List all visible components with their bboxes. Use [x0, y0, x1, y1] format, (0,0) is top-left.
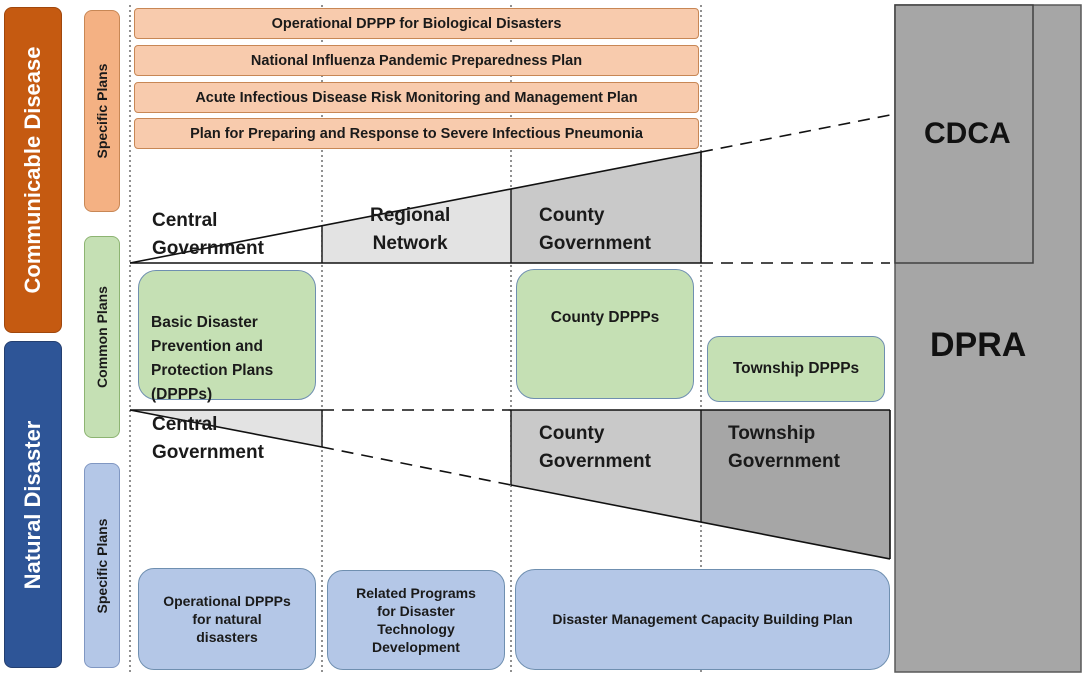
- communicable-wedge-top: [129, 151, 702, 264]
- communicable-disease-band: Communicable Disease: [4, 7, 62, 333]
- specific-plans-top-label: Specific Plans: [94, 63, 110, 159]
- communicable-disease-label: Communicable Disease: [20, 46, 45, 294]
- basic-dppps-label: Basic Disaster Prevention and Protection…: [151, 314, 274, 403]
- plan-bar: Operational DPPP for Biological Disaster…: [134, 8, 699, 39]
- specific-plans-bottom-label: Specific Plans: [94, 518, 110, 613]
- comm-county-government: County Government: [539, 205, 651, 254]
- capacity-building-label: Disaster Management Capacity Building Pl…: [552, 611, 853, 628]
- cdca-block: [894, 4, 1034, 264]
- natural-disaster-band: Natural Disaster: [4, 341, 62, 668]
- nat-central-government: Central Government: [152, 414, 264, 463]
- plan-bar: Acute Infectious Disease Risk Monitoring…: [134, 82, 699, 113]
- specific-plans-bottom-band: Specific Plans: [84, 463, 120, 668]
- township-dppps-label: Township DPPPs: [732, 360, 860, 377]
- natural-dash-slope: [321, 446, 512, 486]
- natural-wedge-township: [701, 410, 890, 559]
- related-programs-label: Related Programs for Disaster Technology…: [356, 584, 476, 656]
- county-dppps-box: County DPPPs: [516, 269, 694, 399]
- plan-bar: Plan for Preparing and Response to Sever…: [134, 118, 699, 149]
- common-plans-label: Common Plans: [94, 286, 110, 388]
- operational-dppps-box: Operational DPPPs for natural disasters: [138, 568, 316, 670]
- natural-disaster-label: Natural Disaster: [20, 420, 45, 589]
- comm-regional-network: Regional Network: [370, 205, 451, 254]
- related-programs-box: Related Programs for Disaster Technology…: [327, 570, 505, 670]
- plan-bar: National Influenza Pandemic Preparedness…: [134, 45, 699, 76]
- operational-dppps-label: Operational DPPPs for natural disasters: [163, 592, 291, 646]
- county-dppps-label: County DPPPs: [550, 309, 660, 326]
- comm-central-government: Central Government: [152, 210, 264, 259]
- basic-dppps-box: Basic Disaster Prevention and Protection…: [138, 270, 316, 403]
- township-dppps-box: Township DPPPs: [707, 336, 885, 402]
- communicable-wedge-regional: [322, 189, 511, 263]
- communicable-dash-top: [700, 114, 891, 153]
- nat-county-government: County Government: [539, 423, 651, 472]
- dpra-label: DPRA: [930, 326, 1027, 364]
- nat-township-government: Township Government: [728, 423, 840, 472]
- common-plans-band: Common Plans: [84, 236, 120, 438]
- specific-plans-top-band: Specific Plans: [84, 10, 120, 212]
- cdca-label: CDCA: [924, 117, 1011, 150]
- capacity-building-box: Disaster Management Capacity Building Pl…: [515, 569, 890, 670]
